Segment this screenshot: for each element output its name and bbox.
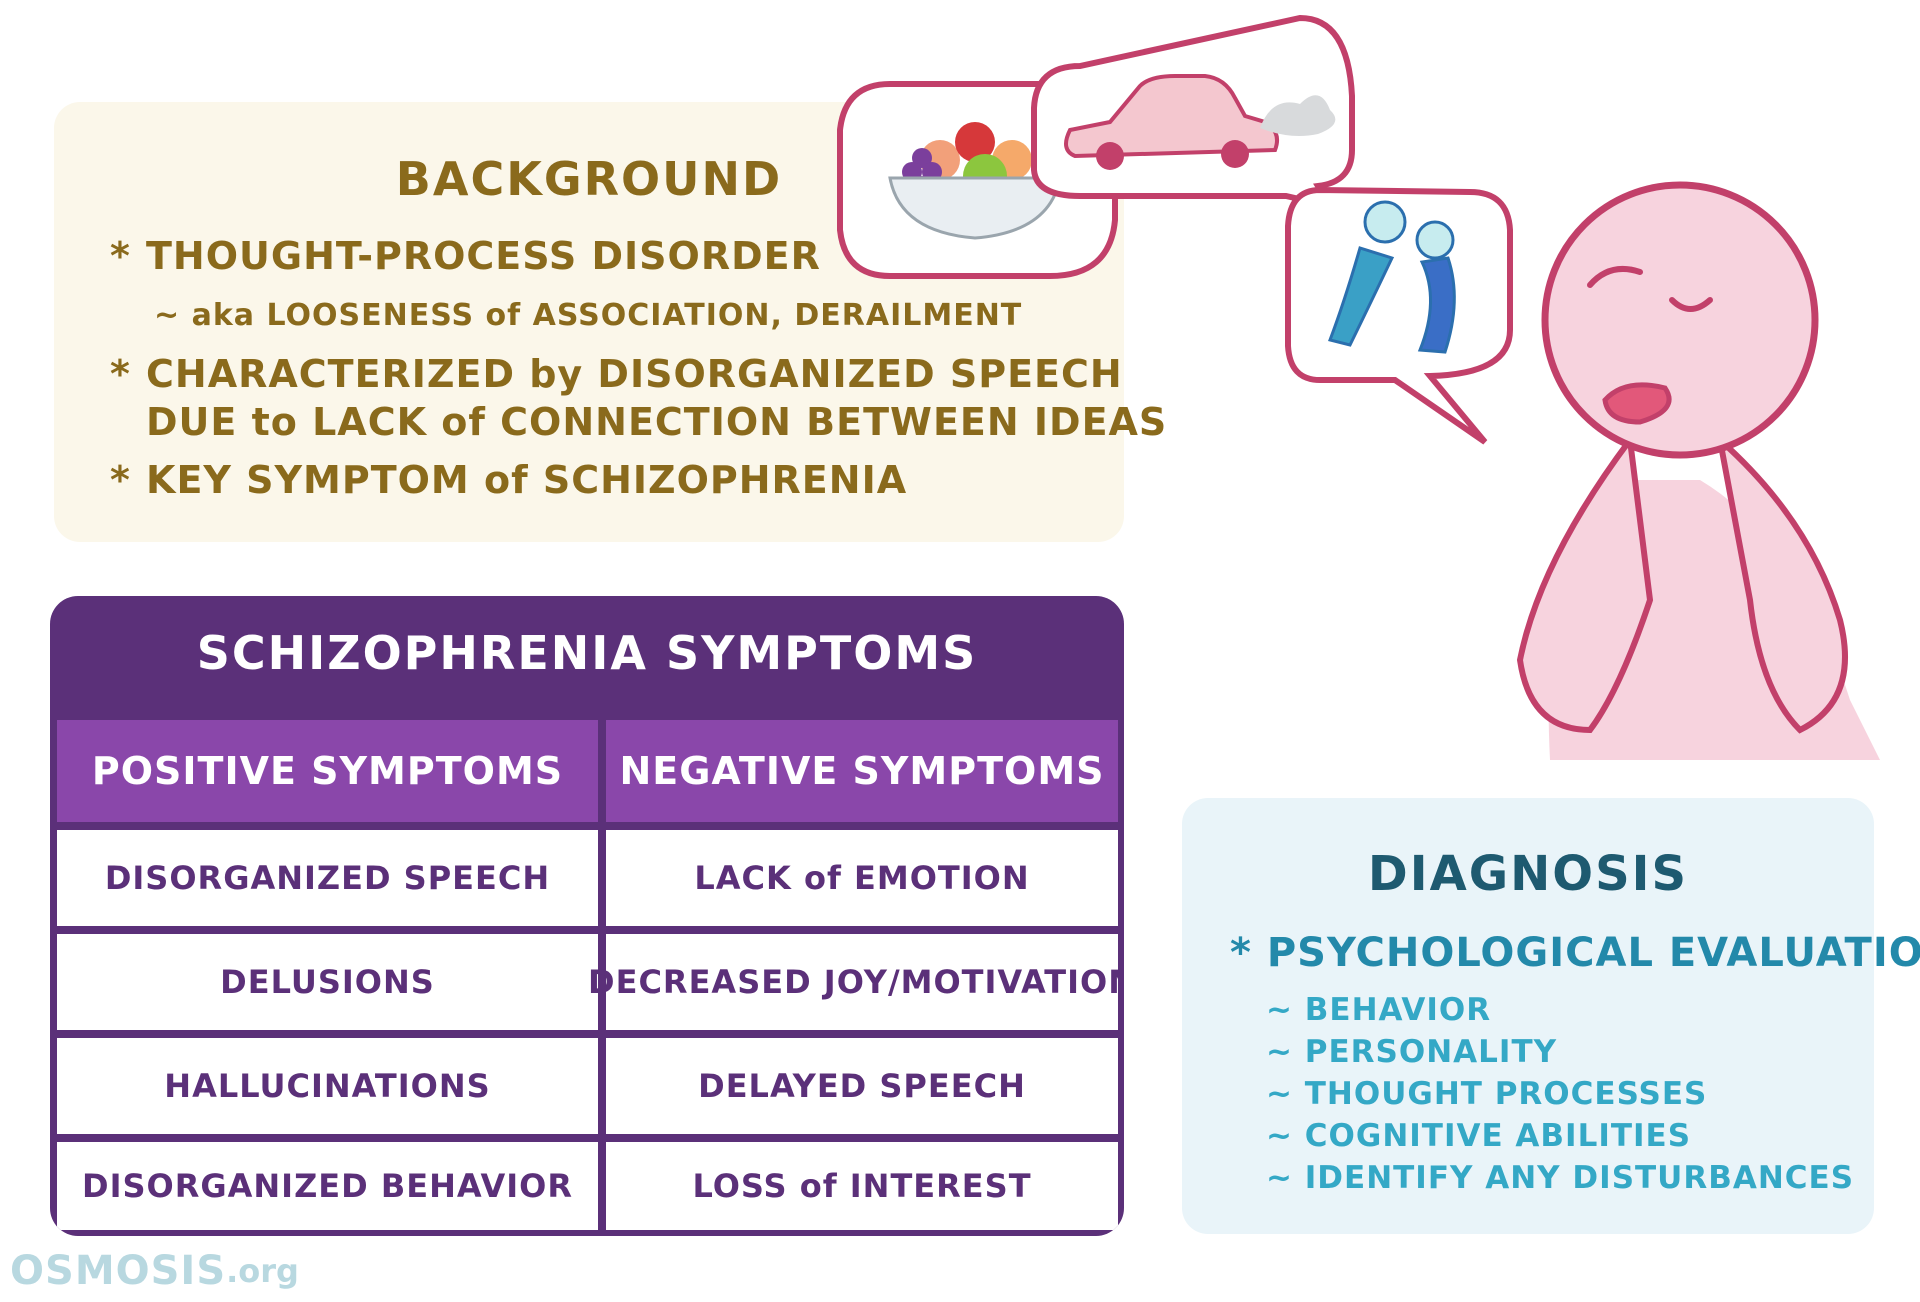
table-cell: LACK of EMOTION [606, 830, 1118, 926]
car-bubble [1031, 14, 1355, 211]
table-cell: DELAYED SPEECH [606, 1038, 1118, 1134]
osmosis-logo[interactable]: OSMOSIS.org [10, 1246, 299, 1296]
diagnosis-item: ~ COGNITIVE ABILITIES [1266, 1118, 1692, 1154]
bullet-text: KEY SYMPTOM of SCHIZOPHRENIA [146, 458, 908, 502]
diagnosis-item: ~ BEHAVIOR [1266, 992, 1492, 1028]
background-bullet-2-line-2: DUE to LACK of CONNECTION BETWEEN IDEAS [146, 400, 1168, 444]
diagnosis-main-bullet: * PSYCHOLOGICAL EVALUATION [1230, 930, 1920, 976]
diagnosis-item: ~ THOUGHT PROCESSES [1266, 1076, 1708, 1112]
background-title: BACKGROUND [395, 152, 783, 206]
diagnosis-item: ~ PERSONALITY [1266, 1034, 1558, 1070]
diagnosis-panel: DIAGNOSIS * PSYCHOLOGICAL EVALUATION ~ B… [1182, 798, 1920, 1234]
bullet-marker: * [110, 234, 131, 278]
diagnosis-title: DIAGNOSIS [1367, 846, 1689, 902]
logo-suffix: .org [226, 1252, 299, 1290]
background-bullet-1-sub: ~ aka LOOSENESS of ASSOCIATION, DERAILME… [154, 298, 1023, 333]
bullet-text: THOUGHT-PROCESS DISORDER [146, 234, 821, 278]
table-cell: DISORGANIZED SPEECH [57, 830, 598, 926]
bullet-text: CHARACTERIZED by DISORGANIZED SPEECH [146, 352, 1123, 396]
symptoms-table: SCHIZOPHRENIA SYMPTOMS POSITIVE SYMPTOMS… [50, 596, 1124, 1236]
table-cell: HALLUCINATIONS [57, 1038, 598, 1134]
wrestling-figures-icon [1328, 200, 1456, 354]
fruit-bowl-icon [888, 122, 1062, 240]
background-bullet-3: * KEY SYMPTOM of SCHIZOPHRENIA [110, 458, 907, 502]
table-cell: DELUSIONS [57, 934, 598, 1030]
wrestling-bubble [1285, 186, 1513, 445]
logo-brand: OSMOSIS [10, 1248, 227, 1294]
header-positive-symptoms: POSITIVE SYMPTOMS [57, 720, 598, 822]
table-title: SCHIZOPHRENIA SYMPTOMS [196, 626, 978, 680]
bullet-marker: * [110, 352, 131, 396]
distressed-figure-illustration [1516, 181, 1880, 760]
background-bullet-2: * CHARACTERIZED by DISORGANIZED SPEECH [110, 352, 1123, 396]
bullet-marker: * [110, 458, 131, 502]
diagnosis-item: ~ IDENTIFY ANY DISTURBANCES [1266, 1160, 1855, 1196]
background-bullet-1: * THOUGHT-PROCESS DISORDER [110, 234, 821, 278]
car-icon [1064, 74, 1336, 170]
header-negative-symptoms: NEGATIVE SYMPTOMS [606, 720, 1118, 822]
table-cell: DISORGANIZED BEHAVIOR [57, 1142, 598, 1230]
table-cell: LOSS of INTEREST [606, 1142, 1118, 1230]
table-cell: DECREASED JOY/MOTIVATION [588, 934, 1124, 1030]
